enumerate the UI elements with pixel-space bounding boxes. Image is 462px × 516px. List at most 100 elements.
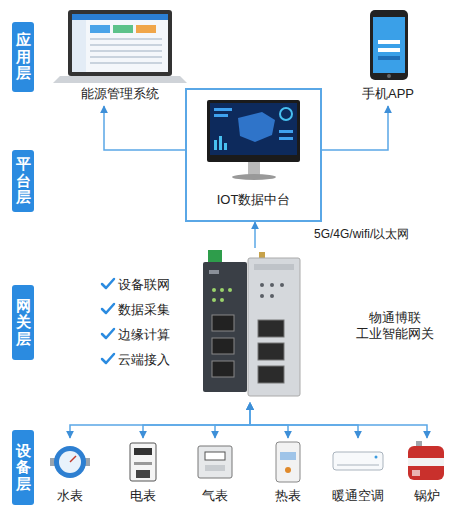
laptop-picture-part: [113, 25, 133, 33]
boiler-icon-part: [408, 458, 444, 466]
monitor-picture-part: [232, 174, 276, 180]
monitor-picture: [207, 100, 300, 180]
gateway-picture-part: [258, 343, 284, 360]
connector-arrow: [322, 106, 388, 150]
water-meter-icon-part: [54, 446, 86, 478]
phone-picture-part: [378, 56, 400, 60]
water-meter-icon-part: [70, 456, 76, 462]
heat-meter-icon-part: [276, 442, 300, 482]
phone-picture: [370, 10, 408, 80]
connector-arrow: [250, 403, 427, 438]
device-box: 水表: [40, 438, 100, 506]
connector-arrow: [70, 403, 250, 438]
water-meter-icon-part: [59, 451, 81, 473]
gateway-picture-part: [212, 361, 234, 377]
gateway-picture-part: [270, 283, 274, 287]
connector-arrow: [250, 403, 288, 438]
gateway-picture-part: [209, 270, 219, 274]
device-box: 热表: [258, 438, 318, 506]
layer-band: 网关层: [12, 285, 34, 360]
gas-meter-icon-part: [205, 452, 225, 460]
phone-picture-part: [370, 10, 408, 80]
layer-name: 应用层: [16, 32, 31, 82]
monitor-picture-part: [214, 114, 228, 117]
monitor-picture-part: [280, 108, 292, 120]
boiler-icon-part: [408, 446, 444, 480]
layer-name: 网关层: [16, 298, 31, 348]
electric-meter-icon-part: [134, 448, 152, 455]
gas-meter-icon: [198, 446, 232, 478]
feature-item: 数据采集: [118, 301, 170, 319]
laptop-picture-part: [90, 62, 162, 64]
connector-arrow: [250, 403, 358, 438]
gateway-picture-part: [258, 366, 284, 383]
heat-meter-icon-part: [280, 452, 296, 460]
node-label: IOT数据中台: [217, 192, 291, 208]
laptop-picture-part: [90, 44, 162, 46]
electric-meter-icon-part: [136, 470, 150, 478]
check-marks-part: [102, 354, 114, 363]
heat-meter-icon: [276, 442, 300, 482]
connector-arrow: [215, 403, 250, 438]
node-label: 气表: [202, 488, 228, 504]
boiler-icon: [408, 441, 444, 480]
check-marks: [102, 279, 114, 363]
monitor-picture-part: [224, 143, 227, 150]
gateway-picture-part: [203, 262, 247, 392]
electric-meter-icon-part: [130, 443, 156, 481]
air-conditioner-icon-part: [375, 456, 378, 459]
gateway-picture-part: [212, 288, 216, 292]
node-label: 锅炉: [414, 488, 440, 504]
layer-name: 平台层: [16, 156, 31, 206]
gateway-picture-part: [270, 294, 274, 298]
monitor-picture-part: [219, 136, 222, 150]
electric-meter-icon-part: [134, 462, 152, 465]
monitor-picture-part: [207, 100, 300, 162]
gateway-picture-part: [248, 258, 300, 396]
monitor-picture-part: [214, 140, 217, 150]
electric-meter-icon: [130, 443, 156, 481]
laptop-picture-part: [72, 14, 168, 20]
node-label: 电表: [130, 488, 156, 504]
device-box: 电表: [113, 438, 173, 506]
node-label: 热表: [275, 488, 301, 504]
device-box: 气表: [185, 438, 245, 506]
heat-meter-icon-part: [285, 467, 291, 473]
air-conditioner-icon: [333, 452, 383, 470]
gateway-picture-part: [254, 264, 294, 270]
gateway-picture: [203, 250, 300, 396]
laptop-picture-part: [136, 25, 156, 33]
laptop-picture-part: [90, 50, 162, 52]
check-marks-part: [102, 279, 114, 288]
connector-arrow: [254, 222, 256, 248]
feature-item: 边缘计算: [118, 326, 170, 344]
gas-meter-icon-part: [198, 446, 232, 478]
gateway-picture-part: [260, 294, 264, 298]
monitor-picture-part: [238, 112, 275, 142]
link-label: 5G/4G/wifi/以太网: [312, 226, 411, 243]
layer-band: 平台层: [12, 150, 34, 212]
phone-picture-part: [387, 74, 391, 78]
laptop-picture-part: [53, 76, 187, 83]
monitor-picture-part: [279, 130, 293, 133]
gateway-picture-part: [260, 283, 264, 287]
node-label: 水表: [57, 488, 83, 504]
monitor-picture-part: [248, 162, 260, 175]
app-picture-box: 能源管理系统: [50, 6, 190, 106]
node-label: 能源管理系统: [81, 86, 159, 102]
phone-picture-part: [378, 40, 400, 44]
monitor-picture-part: [214, 108, 232, 111]
node-label: 暖通空调: [332, 488, 384, 504]
phone-picture-part: [373, 17, 405, 73]
laptop-picture: [53, 10, 187, 83]
laptop-picture-part: [90, 56, 162, 58]
node-label: 物通博联 工业智能网关: [345, 310, 445, 343]
gateway-picture-part: [212, 315, 234, 331]
device-box: 锅炉: [398, 438, 456, 506]
platform-box: IOT数据中台: [185, 88, 322, 222]
layer-band: 应用层: [12, 22, 34, 92]
laptop-picture-part: [90, 25, 110, 33]
